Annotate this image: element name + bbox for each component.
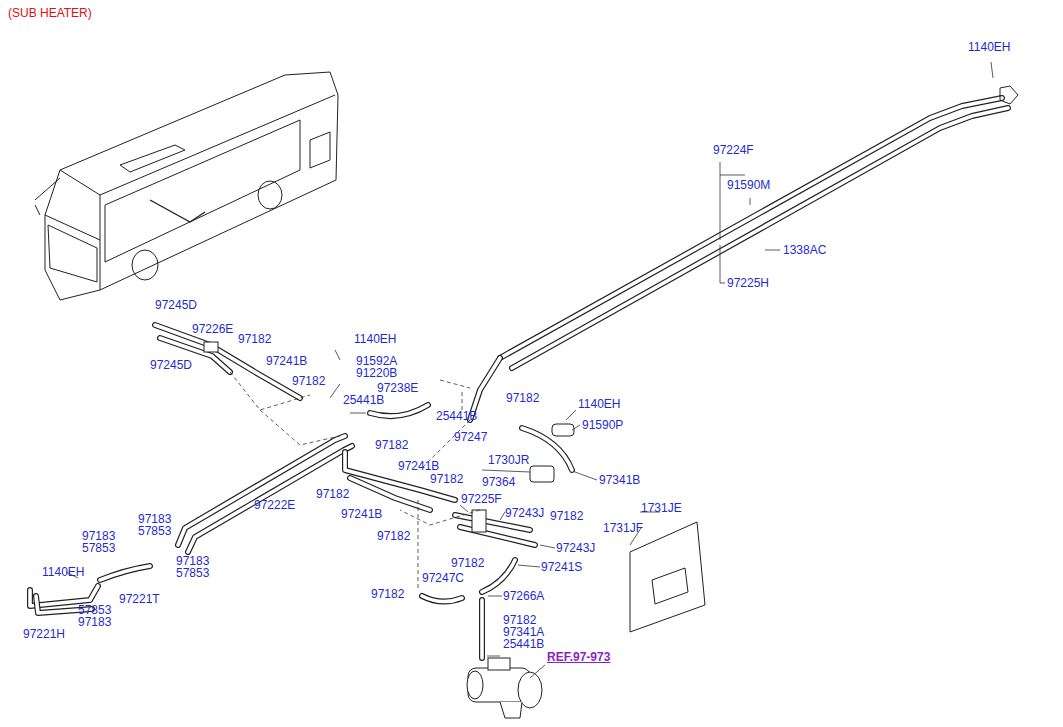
callout-number: 91220B bbox=[356, 367, 397, 380]
callout-number: 1731JF bbox=[603, 522, 643, 535]
callout-number: 57853 bbox=[138, 525, 171, 538]
callout-number: 25441B bbox=[343, 394, 384, 407]
callout-number: 97182 bbox=[238, 333, 271, 346]
callout-number: 97266A bbox=[503, 590, 544, 603]
callout-number: 97222E bbox=[254, 499, 295, 512]
callout-number: 1338AC bbox=[783, 244, 826, 257]
callout-number: 1140EH bbox=[578, 398, 620, 411]
callout-number: 97182 bbox=[550, 510, 583, 523]
callout-number: 97182 bbox=[316, 488, 349, 501]
callout-number: 97183 bbox=[78, 616, 111, 629]
callout-number: 25441B bbox=[503, 638, 544, 651]
callout-number: 1140EH bbox=[354, 333, 396, 346]
callout-number: 97241B bbox=[341, 508, 382, 521]
callout-number: 97226E bbox=[192, 323, 233, 336]
callout-number: 97247C bbox=[422, 572, 464, 585]
callout-number: 1140EH bbox=[42, 566, 84, 579]
callout-number: 57853 bbox=[82, 542, 115, 555]
diagram-title: (SUB HEATER) bbox=[8, 6, 92, 20]
callout-number: 97241S bbox=[541, 561, 582, 574]
callout-number: 1731JE bbox=[641, 502, 682, 515]
callout-number: 97241B bbox=[398, 460, 439, 473]
callout-number: 97182 bbox=[375, 439, 408, 452]
callout-number: 97182 bbox=[451, 557, 484, 570]
callout-number: 97182 bbox=[430, 473, 463, 486]
callout-number: 91590M bbox=[727, 179, 770, 192]
callout-number: 97182 bbox=[377, 530, 410, 543]
callout-number: 97243J bbox=[556, 542, 595, 555]
callout-number: 97245D bbox=[150, 359, 192, 372]
callout-number: 97341B bbox=[599, 474, 640, 487]
reference-link: REF.97-973 bbox=[547, 651, 610, 664]
callout-number: 91590P bbox=[582, 419, 623, 432]
heater-illustration bbox=[467, 658, 542, 718]
callout-number: 97225H bbox=[727, 277, 769, 290]
callout-number: 97364 bbox=[482, 476, 515, 489]
callout-number: 97245D bbox=[155, 299, 197, 312]
callout-number: 1730JR bbox=[488, 454, 529, 467]
callout-number: 57853 bbox=[176, 567, 209, 580]
callout-number: 97224F bbox=[713, 144, 754, 157]
callout-number: 97247 bbox=[454, 431, 487, 444]
callout-number: 97225F bbox=[461, 493, 502, 506]
callout-number: 97241B bbox=[266, 355, 307, 368]
bus-illustration bbox=[35, 72, 338, 300]
callout-number: 25441B bbox=[436, 410, 477, 423]
callout-number: 1140EH bbox=[968, 41, 1010, 54]
callout-number: 97221H bbox=[23, 628, 65, 641]
callout-number: 97243J bbox=[505, 507, 544, 520]
callout-number: 97182 bbox=[371, 588, 404, 601]
callout-number: 97182 bbox=[506, 392, 539, 405]
callout-number: 97182 bbox=[292, 375, 325, 388]
callout-number: 97221T bbox=[119, 593, 160, 606]
